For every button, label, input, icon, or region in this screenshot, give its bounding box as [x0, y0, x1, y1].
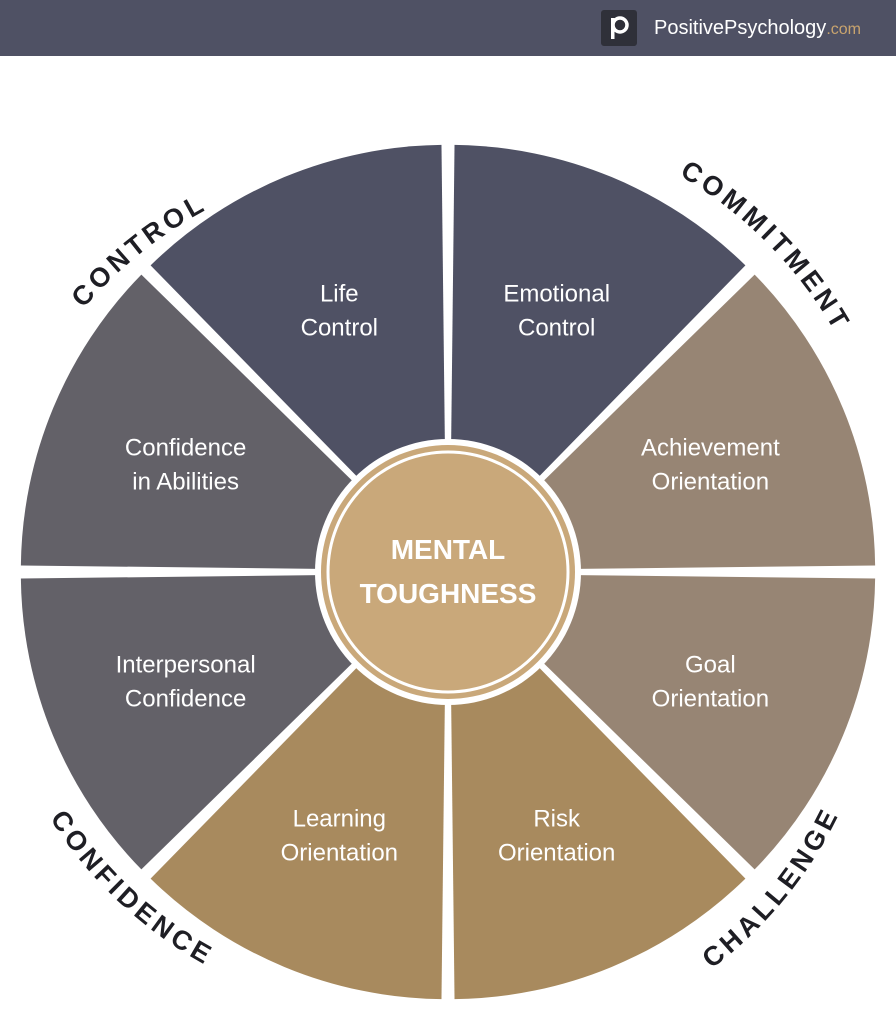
- wheel-segment: [452, 274, 876, 571]
- wheel-segment: [20, 274, 444, 571]
- center-title-line1: MENTAL: [391, 534, 506, 565]
- segment-label-line1: Emotional: [503, 281, 610, 308]
- brand-name[interactable]: PositivePsychology.com: [654, 14, 861, 42]
- segment-label-line2: Control: [301, 315, 378, 342]
- mental-toughness-diagram: EmotionalControlAchievementOrientationGo…: [20, 144, 876, 1000]
- segment-label-line2: Orientation: [652, 686, 769, 713]
- header-bar: PositivePsychology.com: [0, 0, 896, 56]
- segment-label-line2: Control: [518, 315, 595, 342]
- wheel-segment: [452, 573, 876, 870]
- brand-suffix: .com: [826, 21, 861, 38]
- segment-label-line1: Life: [320, 281, 359, 308]
- wheel-segment: [20, 573, 444, 870]
- segment-label-line2: in Abilities: [132, 468, 239, 495]
- wheel-segment: [449, 144, 746, 568]
- segment-label-line2: Orientation: [652, 468, 769, 495]
- center-hub: MENTAL TOUGHNESS: [315, 439, 581, 705]
- segment-label-line1: Confidence: [125, 434, 246, 461]
- center-outer-circle: [321, 445, 575, 699]
- segment-label-line1: Goal: [685, 652, 736, 679]
- segment-label-line1: Achievement: [641, 434, 780, 461]
- wheel-segment: [150, 576, 447, 1000]
- center-title-line2: TOUGHNESS: [360, 578, 537, 609]
- segment-label-line1: Learning: [293, 805, 386, 832]
- segment-label-line2: Confidence: [125, 686, 246, 713]
- center-inner-ring: [326, 450, 570, 694]
- wheel-segment: [449, 576, 746, 1000]
- brand-text: PositivePsychology: [654, 17, 827, 39]
- wheel-segment: [150, 144, 447, 568]
- segment-label-line2: Orientation: [498, 839, 615, 866]
- segment-label-line2: Orientation: [281, 839, 398, 866]
- segment-label-line1: Risk: [533, 805, 581, 832]
- segment-label-line1: Interpersonal: [116, 652, 256, 679]
- p-logo-icon: [601, 10, 637, 46]
